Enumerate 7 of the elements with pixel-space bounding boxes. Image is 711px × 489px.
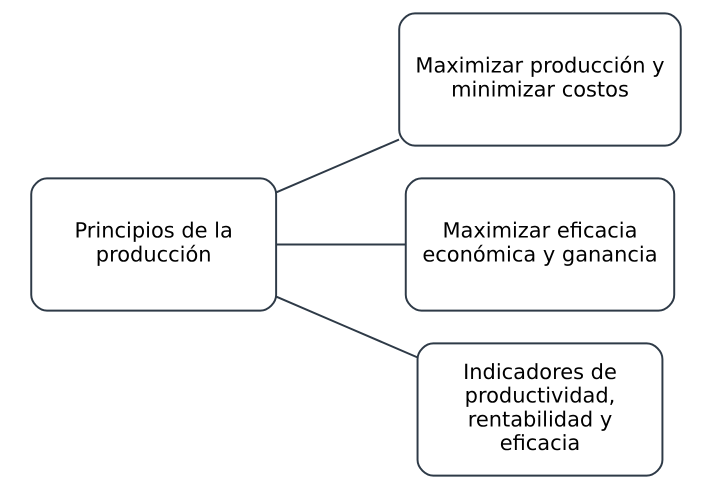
connector [276,244,406,246]
node-box: Indicadores de productividad, rentabilidad y eficacia [416,342,663,477]
connector [276,296,418,358]
connector [276,138,399,194]
node-box: Maximizar eficacia económica y ganancia [404,177,675,312]
node-box: Principios de la producción [30,177,277,312]
node-box: Maximizar producción y minimizar costos [398,12,682,147]
